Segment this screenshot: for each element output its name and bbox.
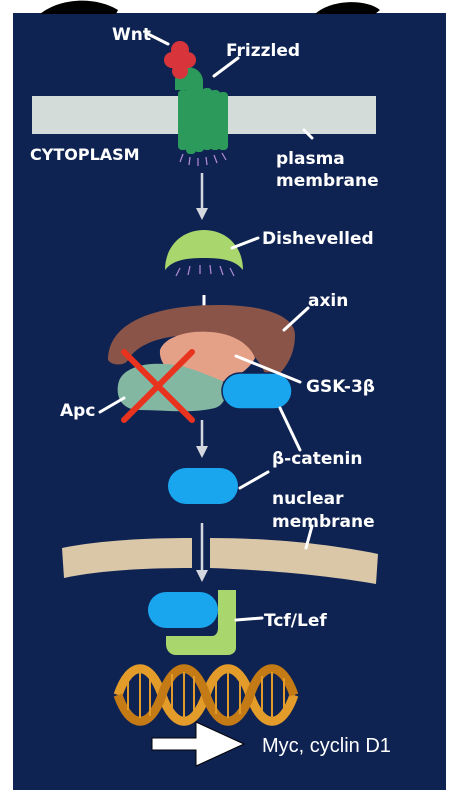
nuclear-membrane-left xyxy=(62,538,192,578)
leader-nuclear-membrane xyxy=(304,524,314,550)
arrowhead-frizzled-to-dishevelled xyxy=(196,208,208,220)
output-arrow xyxy=(151,721,246,767)
beta-catenin-bound xyxy=(221,372,293,410)
label-axin: axin xyxy=(308,291,348,311)
leader-axin xyxy=(282,306,310,332)
leader-tcf-lef xyxy=(234,616,264,622)
leader-dishevelled xyxy=(230,236,260,250)
label-nuclear-membrane-line1: nuclear xyxy=(272,489,344,509)
label-tcf-lef: Tcf/Lef xyxy=(264,611,327,631)
label-output-genes: Myc, cyclin D1 xyxy=(262,735,391,757)
label-dishevelled: Dishevelled xyxy=(262,229,374,249)
cropped-heading-fragment-right xyxy=(315,2,380,14)
dishevelled-protein xyxy=(165,230,243,270)
arrowhead-into-nucleus xyxy=(196,570,208,582)
inhibition-cross xyxy=(121,349,195,423)
tcf-lef-protein xyxy=(166,590,236,655)
label-frizzled: Frizzled xyxy=(226,41,300,61)
label-apc: Apc xyxy=(60,401,95,421)
leader-frizzled xyxy=(212,56,240,78)
label-gsk3b: GSK-3β xyxy=(306,377,375,397)
nuclear-membrane-right xyxy=(210,538,378,584)
beta-catenin-free xyxy=(168,468,238,504)
leader-wnt xyxy=(146,32,170,46)
frizzled-activation-ticks xyxy=(179,152,227,166)
dishevelled-activation-ticks xyxy=(175,264,235,277)
label-plasma-membrane-line1: plasma xyxy=(276,149,345,169)
label-wnt: Wnt xyxy=(112,25,151,45)
cropped-heading-fragment-left xyxy=(40,0,118,14)
label-plasma-membrane-line2: membrane xyxy=(276,171,379,191)
leader-beta-catenin-bound xyxy=(278,406,302,452)
label-cytoplasm: CYTOPLASM xyxy=(30,145,140,164)
dna-helix xyxy=(113,664,299,726)
label-nuclear-membrane-line2: membrane xyxy=(272,512,375,532)
leader-gsk3b xyxy=(234,354,302,384)
leader-plasma-membrane xyxy=(302,128,314,140)
arrowhead-complex-to-beta-catenin xyxy=(196,446,208,458)
beta-catenin-nuclear xyxy=(148,592,218,628)
wnt-ligand xyxy=(164,41,196,79)
leader-beta-catenin-free xyxy=(238,470,270,490)
leader-apc xyxy=(98,396,126,414)
axin-protein xyxy=(108,305,295,382)
label-beta-catenin: β-catenin xyxy=(272,449,362,469)
